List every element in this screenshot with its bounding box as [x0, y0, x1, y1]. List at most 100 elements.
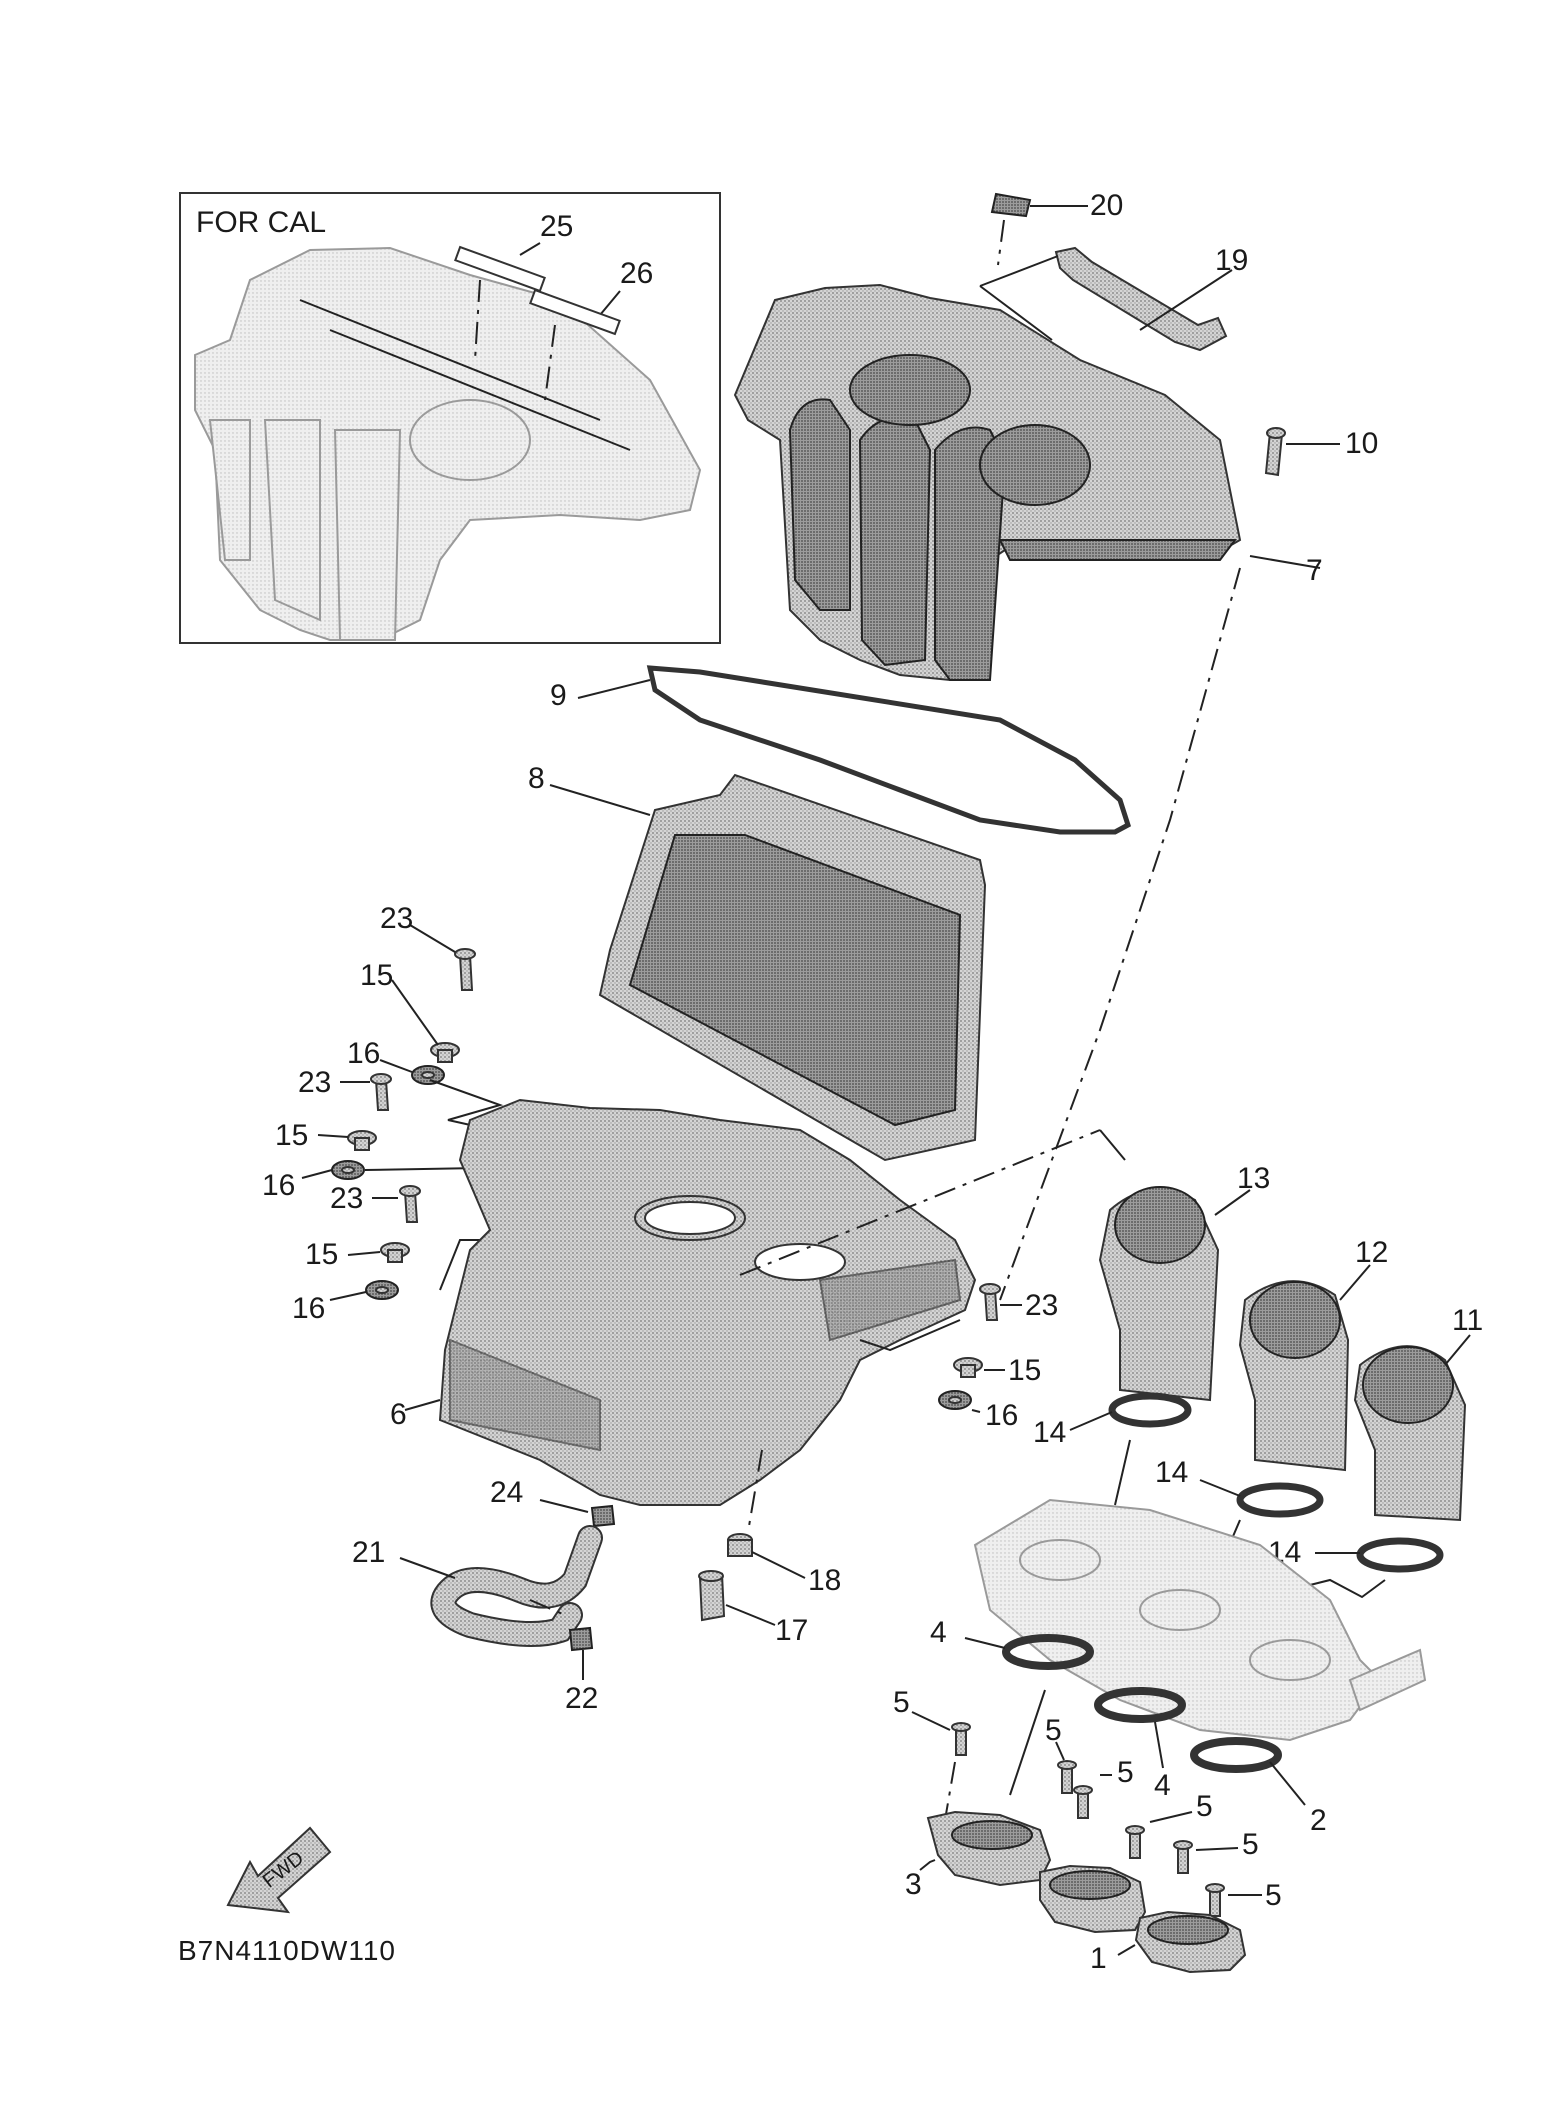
leader-5e — [1195, 1847, 1239, 1851]
grommet-16b — [331, 1160, 365, 1180]
callout-2: 2 — [1310, 1804, 1327, 1837]
leader-6 — [404, 1399, 441, 1411]
callout-14b: 14 — [1155, 1456, 1188, 1489]
bolt-23c — [399, 1185, 421, 1223]
part-joint-middle — [1039, 1864, 1147, 1934]
leader-4b — [1154, 1721, 1164, 1769]
leader-17 — [725, 1604, 776, 1626]
grommet-16d — [938, 1390, 972, 1410]
part-21-hose — [430, 1525, 603, 1647]
leader-19c — [979, 285, 1053, 341]
part-9-gasket — [646, 665, 1132, 835]
collar-15d — [953, 1357, 983, 1378]
leader-2 — [1269, 1761, 1306, 1806]
callout-4b: 4 — [1154, 1769, 1171, 1802]
leader-19b — [979, 255, 1059, 287]
leader-23a — [409, 924, 456, 953]
callout-4a: 4 — [930, 1616, 947, 1649]
leader-1 — [1117, 1944, 1136, 1956]
part-11-funnel — [1353, 1345, 1467, 1522]
bolt-5d — [1125, 1825, 1145, 1859]
link-14c — [1309, 1578, 1386, 1599]
link-14a — [1114, 1439, 1131, 1506]
guide-13b — [1099, 1129, 1126, 1161]
callout-23c: 23 — [330, 1182, 363, 1215]
guide-line-main — [999, 567, 1241, 1301]
callout-16d: 16 — [985, 1399, 1018, 1432]
callout-15a: 15 — [360, 959, 393, 992]
part-19-band — [1054, 246, 1228, 352]
callout-16a: 16 — [347, 1037, 380, 1070]
grommet-16c — [365, 1280, 399, 1300]
clamp-14c — [1356, 1537, 1444, 1573]
dash-21 — [529, 1599, 566, 1616]
collar-15a — [430, 1042, 460, 1063]
callout-8: 8 — [528, 762, 545, 795]
part-8-air-filter — [598, 773, 987, 1162]
callout-5f: 5 — [1265, 1879, 1282, 1912]
part-26-strip — [529, 288, 621, 336]
callout-23a: 23 — [380, 902, 413, 935]
callout-26: 26 — [620, 257, 653, 290]
leader-4a — [964, 1637, 1006, 1649]
callout-16b: 16 — [262, 1169, 295, 1202]
bolt-23d — [979, 1283, 1001, 1321]
part-1-joint — [1134, 1910, 1247, 1974]
leader-16b — [301, 1169, 333, 1179]
collar-15c — [380, 1242, 410, 1263]
part-3-joint — [926, 1810, 1052, 1887]
part-22-clip — [568, 1626, 594, 1652]
callout-11: 11 — [1452, 1304, 1483, 1337]
leader-18 — [751, 1551, 806, 1579]
leader-14b — [1199, 1479, 1241, 1497]
leader-15b — [317, 1134, 349, 1138]
callout-15b: 15 — [275, 1119, 308, 1152]
leader-12 — [1339, 1264, 1371, 1301]
leader-16d — [971, 1409, 981, 1413]
callout-14a: 14 — [1033, 1416, 1066, 1449]
dash-25 — [474, 279, 481, 361]
dash-20 — [997, 219, 1005, 266]
leader-16c — [329, 1291, 367, 1301]
leader-25 — [519, 242, 541, 256]
part-25-strip — [454, 245, 546, 293]
clamp-4a — [1002, 1634, 1094, 1670]
leader-8 — [549, 784, 651, 816]
part-17-rubber — [698, 1570, 726, 1622]
callout-5a: 5 — [893, 1686, 910, 1719]
bolt-5f — [1205, 1883, 1225, 1917]
bolt-5c — [1073, 1785, 1093, 1819]
bolt-5e — [1173, 1840, 1193, 1874]
clamp-2 — [1190, 1737, 1282, 1773]
callout-21: 21 — [352, 1536, 385, 1569]
leader-21 — [399, 1557, 456, 1579]
callout-5e: 5 — [1242, 1828, 1259, 1861]
clamp-4b — [1094, 1687, 1186, 1723]
leader-24 — [539, 1499, 589, 1513]
dash-18 — [747, 1449, 763, 1533]
callout-18: 18 — [808, 1564, 841, 1597]
link-15d — [859, 1319, 961, 1352]
leader-5d — [1149, 1811, 1193, 1823]
callout-5c: 5 — [1117, 1756, 1134, 1789]
link-4a — [1009, 1689, 1046, 1796]
collar-15b — [347, 1130, 377, 1151]
leader-13 — [1214, 1189, 1251, 1216]
callout-6: 6 — [390, 1398, 407, 1431]
callout-3: 3 — [905, 1868, 922, 1901]
leader-3 — [919, 1859, 936, 1871]
callout-20: 20 — [1090, 189, 1123, 222]
callout-5b: 5 — [1045, 1714, 1062, 1747]
bolt-5a — [951, 1722, 971, 1756]
dash-5a — [944, 1761, 956, 1821]
callout-19: 19 — [1215, 244, 1248, 277]
part-6-airbox-case — [438, 1098, 977, 1506]
callout-10: 10 — [1345, 427, 1378, 460]
bolt-5b — [1057, 1760, 1077, 1794]
inset-airbox-cover — [194, 246, 702, 641]
bolt-23a — [454, 948, 476, 991]
fwd-arrow-icon: FWD — [226, 1826, 332, 1914]
drawing-code: B7N4110DW110 — [178, 1935, 396, 1966]
callout-24: 24 — [490, 1476, 523, 1509]
link-16b — [364, 1167, 481, 1171]
